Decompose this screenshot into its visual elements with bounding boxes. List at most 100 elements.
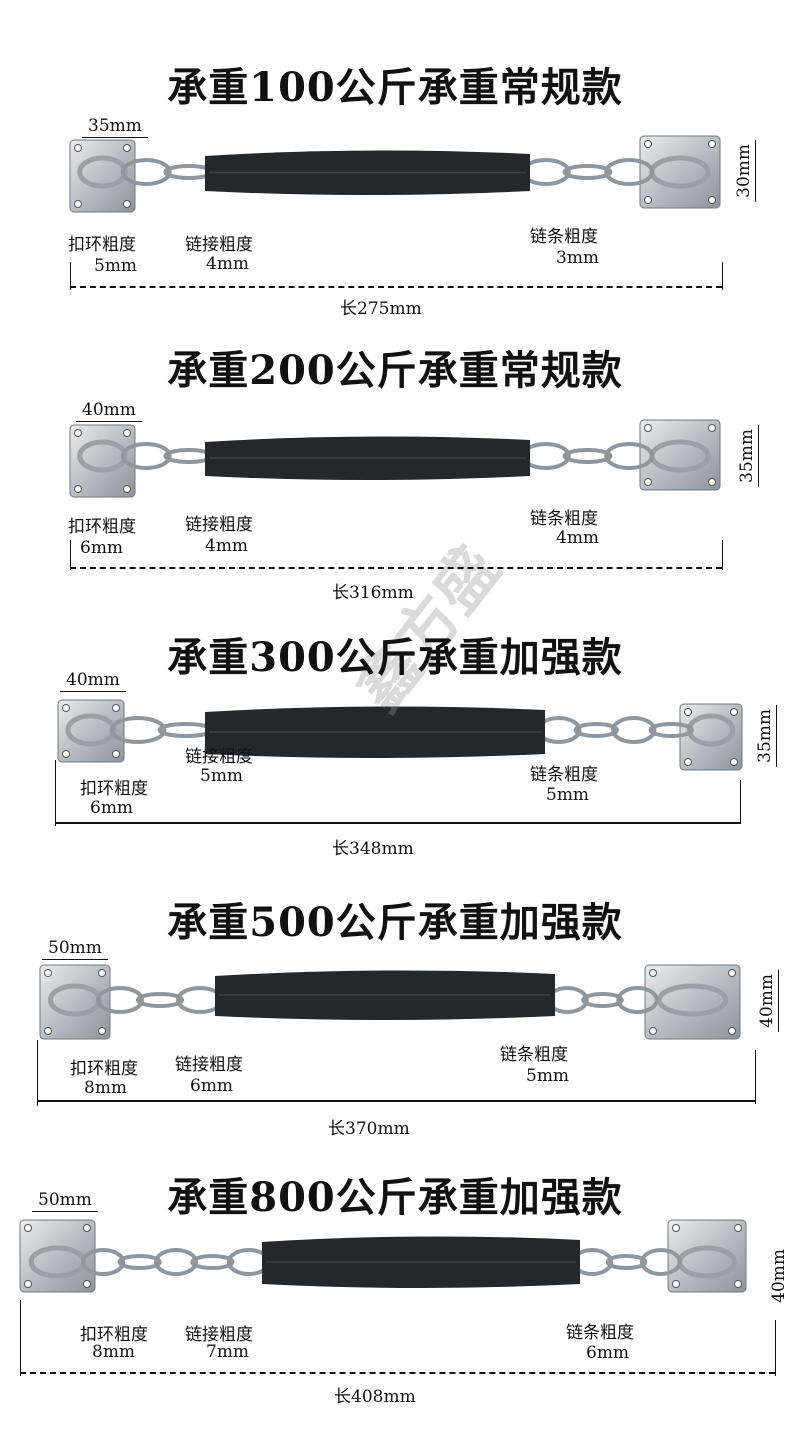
section-4-title: 承重500公斤承重加强款 bbox=[167, 899, 623, 946]
section-2-link-value: 4mm bbox=[205, 536, 249, 556]
section-4-left-chain-link bbox=[96, 986, 144, 1014]
section-5-left-chain-link bbox=[153, 1248, 199, 1276]
section-1-screw-hole-icon bbox=[708, 196, 716, 204]
section-3-tick-right bbox=[740, 780, 741, 824]
section-1-ring-label: 扣环粗度 bbox=[68, 235, 136, 255]
section-5-right-chain-link bbox=[639, 1248, 682, 1276]
section-2-screw-hole-icon bbox=[644, 424, 652, 432]
section-3-right-ring bbox=[686, 713, 736, 747]
section-2-screw-hole-icon bbox=[708, 424, 716, 432]
section-4-right-ring bbox=[656, 983, 729, 1017]
section-5-link-label: 链接粗度 bbox=[185, 1325, 253, 1345]
section-5-screw-hole-icon bbox=[672, 1224, 680, 1232]
section-5-title: 承重800公斤承重加强款 bbox=[167, 1174, 623, 1221]
section-2-left-ring bbox=[77, 439, 128, 473]
section-4-screw-hole-icon bbox=[44, 969, 52, 977]
section-4-link-value: 6mm bbox=[190, 1076, 234, 1096]
section-4-screw-hole-icon bbox=[98, 969, 106, 977]
section-5-screw-hole-icon bbox=[672, 1280, 680, 1288]
section-5-plate-height: 40mm bbox=[768, 1245, 790, 1307]
section-3-screw-hole-icon bbox=[684, 758, 692, 766]
section-2-screw-hole-icon bbox=[74, 485, 82, 493]
section-4-left-chain-link bbox=[136, 992, 184, 1008]
section-4-screw-hole-icon bbox=[649, 1027, 657, 1035]
section-3-plate-height: 35mm bbox=[754, 705, 777, 767]
section-3-left-ring bbox=[65, 713, 117, 747]
section-5-left-chain-link bbox=[81, 1248, 126, 1276]
section-3-title: 承重300公斤承重加强款 bbox=[167, 634, 623, 681]
section-2-screw-hole-icon bbox=[74, 429, 82, 437]
section-1-screw-hole-icon bbox=[644, 140, 652, 148]
section-2-plate-width: 40mm bbox=[76, 400, 142, 422]
section-1-length-line bbox=[70, 286, 722, 288]
section-1-chain-label: 链条粗度 bbox=[530, 227, 598, 247]
section-5-right-chain-link bbox=[605, 1254, 648, 1270]
section-2-screw-hole-icon bbox=[123, 429, 131, 437]
section-1-link-label: 链接粗度 bbox=[185, 235, 253, 255]
section-4-screw-hole-icon bbox=[98, 1027, 106, 1035]
section-4-screw-hole-icon bbox=[728, 1027, 736, 1035]
section-1-right-mount-plate bbox=[639, 135, 721, 209]
section-5-left-chain-link bbox=[117, 1254, 162, 1270]
section-4-left-mount-plate bbox=[39, 964, 111, 1040]
section-2-ring-label: 扣环粗度 bbox=[68, 517, 136, 537]
section-2-length-line bbox=[70, 567, 722, 569]
section-3-chain-label: 链条粗度 bbox=[530, 765, 598, 785]
section-2-tick-right bbox=[722, 540, 723, 570]
section-1-title: 承重100公斤承重常规款 bbox=[167, 64, 623, 111]
section-5-left-chain-link bbox=[190, 1254, 235, 1270]
section-2-chain-label: 链条粗度 bbox=[530, 509, 598, 529]
section-5-screw-hole-icon bbox=[734, 1224, 742, 1232]
section-4-chain-label: 链条粗度 bbox=[500, 1045, 568, 1065]
section-4-ring-label: 扣环粗度 bbox=[70, 1059, 138, 1079]
section-2-length: 长316mm bbox=[332, 583, 414, 603]
section-2-left-mount-plate bbox=[69, 424, 136, 498]
section-5-plate-width: 50mm bbox=[32, 1190, 98, 1212]
section-4-tick-right bbox=[755, 1050, 756, 1104]
section-2-right-chain-link bbox=[562, 448, 613, 464]
section-5-screw-hole-icon bbox=[83, 1280, 91, 1288]
section-1-chain-value: 3mm bbox=[556, 248, 600, 268]
section-1-length: 长275mm bbox=[340, 299, 422, 319]
section-5-tick-right bbox=[775, 1320, 776, 1376]
section-1-screw-hole-icon bbox=[708, 140, 716, 148]
section-5-chain-label: 链条粗度 bbox=[566, 1323, 634, 1343]
section-3-chain-value: 5mm bbox=[546, 785, 590, 805]
section-3-length-line bbox=[55, 822, 740, 824]
section-2-plate-height: 35mm bbox=[736, 425, 759, 487]
section-1-right-chain-link bbox=[604, 158, 655, 186]
section-3-screw-hole-icon bbox=[730, 708, 738, 716]
section-1-ring-value: 5mm bbox=[94, 256, 138, 276]
section-3-ring-label: 扣环粗度 bbox=[80, 779, 148, 799]
section-5-chain-value: 6mm bbox=[586, 1343, 630, 1363]
section-5-screw-hole-icon bbox=[24, 1224, 32, 1232]
section-3-right-chain-link bbox=[611, 716, 657, 744]
section-4-screw-hole-icon bbox=[728, 969, 736, 977]
section-1-plate-height: 30mm bbox=[733, 140, 756, 202]
section-1-link-value: 4mm bbox=[206, 254, 250, 274]
section-1-screw-hole-icon bbox=[74, 144, 82, 152]
section-3-ring-value: 6mm bbox=[90, 798, 134, 818]
section-5-length-line bbox=[20, 1372, 775, 1374]
section-3-screw-hole-icon bbox=[62, 704, 70, 712]
section-1-tick-right bbox=[722, 262, 723, 290]
section-3-link-label: 链接粗度 bbox=[185, 747, 253, 767]
section-2-screw-hole-icon bbox=[644, 478, 652, 486]
section-4-length: 长370mm bbox=[328, 1119, 410, 1139]
section-5-tick-left bbox=[20, 1300, 21, 1376]
section-3-plate-width: 40mm bbox=[60, 670, 126, 692]
section-4-right-chain-link bbox=[581, 992, 624, 1008]
section-5-screw-hole-icon bbox=[734, 1280, 742, 1288]
section-1-left-ring bbox=[77, 155, 128, 189]
section-2-right-mount-plate bbox=[639, 419, 721, 491]
section-4-plate-width: 50mm bbox=[42, 938, 108, 960]
section-5-ring-label: 扣环粗度 bbox=[80, 1325, 148, 1345]
section-2-screw-hole-icon bbox=[708, 478, 716, 486]
section-1-right-chain-link bbox=[562, 164, 613, 180]
section-5-ring-value: 8mm bbox=[92, 1342, 136, 1362]
section-2-ring-value: 6mm bbox=[80, 538, 124, 558]
section-4-screw-hole-icon bbox=[649, 969, 657, 977]
section-2-left-chain-link bbox=[120, 442, 172, 470]
section-4-right-chain-link bbox=[616, 986, 659, 1014]
